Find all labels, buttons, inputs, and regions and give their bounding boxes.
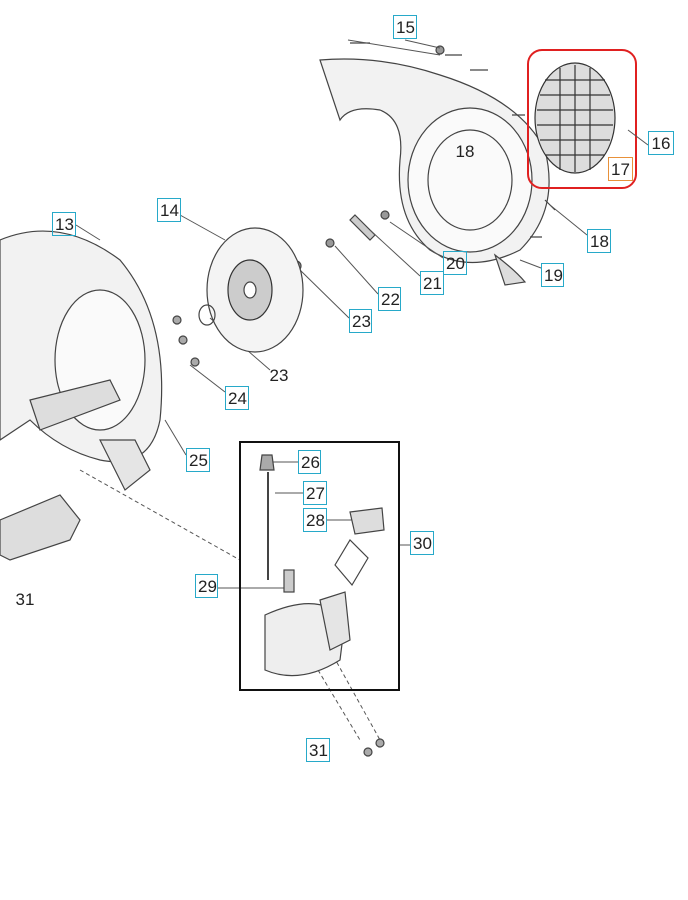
callout-15: 15 xyxy=(393,15,417,39)
small-screws xyxy=(172,315,200,367)
callout-18-inner: 18 xyxy=(455,142,475,161)
highlight-frame xyxy=(527,49,637,189)
callout-13: 13 xyxy=(52,212,76,236)
callout-19: 19 xyxy=(541,263,564,287)
callout-24: 24 xyxy=(225,386,249,410)
engine-housing xyxy=(0,230,163,561)
callout-17: 17 xyxy=(608,157,633,181)
callout-28: 28 xyxy=(303,508,327,532)
callout-14: 14 xyxy=(157,198,181,222)
callout-16: 16 xyxy=(648,131,674,155)
callout-21: 21 xyxy=(420,271,444,295)
callout-27: 27 xyxy=(303,481,327,505)
callout-23-boxed: 23 xyxy=(349,309,372,333)
callout-29: 29 xyxy=(195,574,218,598)
callout-26: 26 xyxy=(298,450,321,474)
fuel-tank-kit-frame xyxy=(239,441,400,691)
callout-30: 30 xyxy=(410,531,434,555)
impeller-fan xyxy=(198,227,304,353)
bolts-31 xyxy=(363,738,385,757)
callout-25: 25 xyxy=(186,448,210,472)
callout-18: 18 xyxy=(587,229,611,253)
callout-20: 20 xyxy=(443,251,467,275)
callout-31: 31 xyxy=(15,590,35,609)
intake-grille xyxy=(534,62,616,174)
callout-31-boxed: 31 xyxy=(306,738,330,762)
blower-housing-cover xyxy=(319,58,550,286)
leader-lines xyxy=(75,39,649,741)
fuel-tank-kit xyxy=(259,454,385,677)
callout-23: 23 xyxy=(269,366,289,385)
callout-22: 22 xyxy=(378,287,401,311)
